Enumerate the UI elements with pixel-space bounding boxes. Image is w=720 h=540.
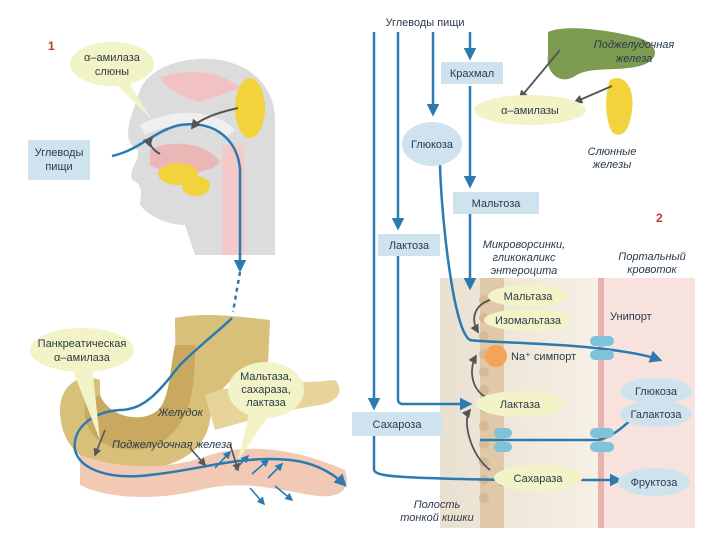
carbs-food-title: Углеводы пищи — [385, 17, 464, 29]
amylase-saliva-line1: α–амилаза — [84, 52, 141, 64]
esophagus-head — [222, 145, 244, 255]
amylase-saliva-pointer — [112, 78, 152, 120]
galactose-label: Галактоза — [631, 409, 683, 421]
portal-line1: Портальный — [618, 251, 686, 263]
enzymes-pointer — [238, 410, 270, 460]
nasal-cavity — [160, 72, 240, 102]
amylase-saliva-line2: слюны — [95, 66, 129, 78]
starch-label: Крахмал — [450, 68, 494, 80]
starch-box — [441, 62, 503, 84]
saliva-arrow — [142, 136, 161, 155]
parotid-arrow — [190, 107, 239, 130]
carbs-food-line2: пищи — [45, 161, 72, 173]
cell-membrane — [598, 278, 604, 528]
pancreas-right-line1: Поджелудочная — [594, 39, 675, 51]
pancreatic-amylase-pointer — [72, 366, 100, 440]
enzymes-line2: сахараза, — [241, 384, 290, 396]
lactose-label: Лактоза — [389, 240, 430, 252]
transporter-channels — [494, 336, 614, 452]
food-path-stomach — [73, 317, 347, 487]
fructose-oval — [618, 468, 690, 496]
fructose-label: Фруктоза — [631, 477, 679, 489]
stomach-label: Желудок — [157, 407, 204, 419]
sucrose-label: Сахароза — [373, 419, 423, 431]
enzymes-bubble — [228, 362, 304, 418]
pancreatic-amylase-line1: Панкреатическая — [38, 338, 127, 350]
glucose-out-oval — [620, 378, 692, 404]
salivary-right-line2: железы — [592, 159, 632, 171]
glucose-in-label: Глюкоза — [411, 139, 454, 151]
enzyme-arrows-left — [93, 429, 240, 472]
amylases-oval — [474, 95, 586, 125]
carbs-food-line1: Углеводы — [35, 147, 84, 159]
sucrase-label: Сахараза — [514, 473, 564, 485]
stomach-inner — [84, 345, 195, 450]
galactose-oval — [620, 401, 692, 427]
salivary-gland-parotid — [235, 78, 265, 138]
food-path-mouth — [111, 122, 247, 273]
maltase-label: Мальтаза — [504, 291, 554, 303]
lumen-line2: тонкой кишки — [400, 512, 473, 524]
maltase-oval — [488, 285, 568, 307]
na-symport-carrier — [485, 345, 507, 367]
isomaltase-label: Изомальтаза — [495, 315, 562, 327]
pancreas-right-line2: железа — [615, 53, 653, 65]
pancreas-gland — [547, 28, 655, 80]
panel-number-2: 2 — [656, 211, 663, 225]
intestine-shape — [80, 448, 347, 497]
maltose-box — [453, 192, 539, 214]
enzyme-arrows-right — [461, 49, 613, 471]
uniport-label: Унипорт — [610, 311, 652, 323]
pancreas-label: Поджелудочная железа — [112, 439, 232, 451]
microvilli-line1: Микроворсинки, — [483, 239, 565, 251]
lactose-box — [378, 234, 440, 256]
glucose-in-oval — [402, 122, 462, 166]
amylase-saliva-bubble — [70, 42, 154, 86]
isomaltase-oval — [484, 309, 572, 331]
lactase-oval — [476, 391, 564, 417]
salivary-gland — [606, 78, 633, 135]
lumen-line1: Полость — [414, 499, 461, 511]
panel-number-1: 1 — [48, 39, 55, 53]
maltose-label: Мальтоза — [472, 198, 522, 210]
absorption-arrows-left — [214, 450, 294, 506]
na-symport-label: Na⁺ симпорт — [511, 351, 576, 363]
carbs-food-box — [28, 140, 90, 180]
lactase-label: Лактаза — [500, 399, 541, 411]
portal-line2: кровоток — [627, 264, 677, 276]
enzymes-line3: лактаза — [246, 397, 286, 409]
food-path-dash — [231, 271, 242, 313]
amylases-label: α–амилазы — [501, 105, 559, 117]
microvilli-line3: энтероцита — [491, 265, 558, 277]
salivary-right-line1: Слюнные — [588, 146, 637, 158]
pancreatic-amylase-bubble — [30, 328, 134, 372]
pancreatic-amylase-line2: α–амилаза — [54, 352, 111, 364]
sucrase-oval — [494, 465, 582, 491]
sucrose-box — [352, 412, 442, 436]
enzymes-line1: Мальтаза, — [240, 371, 292, 383]
microvilli-line2: гликокаликс — [492, 252, 556, 264]
salivary-gland-sub2 — [182, 176, 210, 196]
glucose-out-label: Глюкоза — [635, 386, 678, 398]
